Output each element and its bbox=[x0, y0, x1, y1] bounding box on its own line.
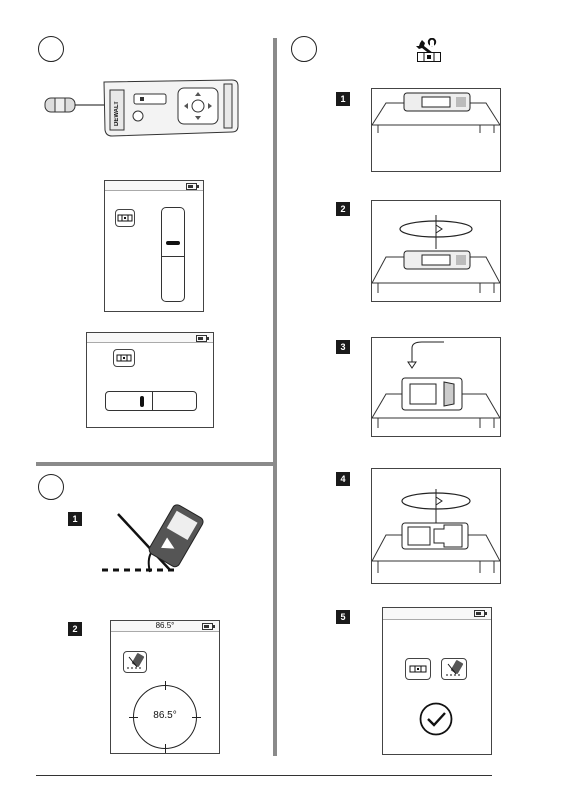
section-marker-top-left bbox=[38, 36, 64, 62]
level-icon bbox=[116, 210, 134, 226]
tilt-mode-button[interactable] bbox=[123, 651, 147, 673]
device-illustration: DEWALT bbox=[42, 74, 242, 144]
calibration-complete-screen bbox=[382, 607, 492, 755]
step1-frame bbox=[371, 88, 501, 172]
landscape-level-screen bbox=[86, 332, 214, 428]
step-badge: 2 bbox=[336, 202, 350, 216]
section-marker-bottom-left bbox=[38, 474, 64, 500]
status-bar bbox=[105, 181, 203, 191]
vertical-bubble-vial bbox=[161, 207, 185, 302]
bubble-indicator bbox=[166, 241, 180, 245]
step4-frame bbox=[371, 468, 501, 584]
step2-frame bbox=[371, 200, 501, 302]
portrait-level-screen bbox=[104, 180, 204, 312]
horizontal-bubble-vial bbox=[105, 391, 197, 411]
level-mode-button[interactable] bbox=[113, 349, 135, 367]
step-badge: 5 bbox=[336, 610, 350, 624]
battery-icon bbox=[196, 335, 207, 342]
battery-icon bbox=[202, 623, 213, 630]
angle-dial: 86.5° bbox=[133, 685, 197, 749]
battery-icon bbox=[186, 183, 197, 190]
angle-readout-center: 86.5° bbox=[134, 710, 196, 721]
page-bottom-rule bbox=[36, 775, 492, 776]
checkmark-icon bbox=[419, 702, 453, 736]
level-mode-button[interactable] bbox=[115, 209, 135, 227]
status-bar bbox=[383, 608, 491, 620]
tilt-angle-screen: 86.5° 86.5° bbox=[110, 620, 220, 754]
device-brand-label: DEWALT bbox=[108, 94, 126, 134]
level-icon bbox=[417, 52, 441, 62]
calibration-header bbox=[414, 38, 446, 64]
battery-icon bbox=[474, 610, 485, 617]
tilt-mode-button[interactable] bbox=[441, 658, 467, 680]
level-icon bbox=[406, 659, 430, 679]
status-bar: 86.5° bbox=[111, 621, 219, 632]
horizontal-divider bbox=[36, 462, 275, 466]
tilt-illustration bbox=[100, 498, 210, 578]
vertical-divider bbox=[273, 38, 277, 756]
step-badge: 4 bbox=[336, 472, 350, 486]
section-marker-right bbox=[291, 36, 317, 62]
step-badge: 3 bbox=[336, 340, 350, 354]
level-icon bbox=[114, 350, 134, 366]
bubble-indicator bbox=[140, 396, 144, 407]
status-bar bbox=[87, 333, 213, 343]
step-badge: 1 bbox=[336, 92, 350, 106]
step-badge: 1 bbox=[68, 512, 82, 526]
step3-frame bbox=[371, 337, 501, 437]
tilt-sensor-icon bbox=[124, 652, 146, 672]
tilt-sensor-icon bbox=[442, 659, 466, 679]
step-badge: 2 bbox=[68, 622, 82, 636]
level-mode-button[interactable] bbox=[405, 658, 431, 680]
